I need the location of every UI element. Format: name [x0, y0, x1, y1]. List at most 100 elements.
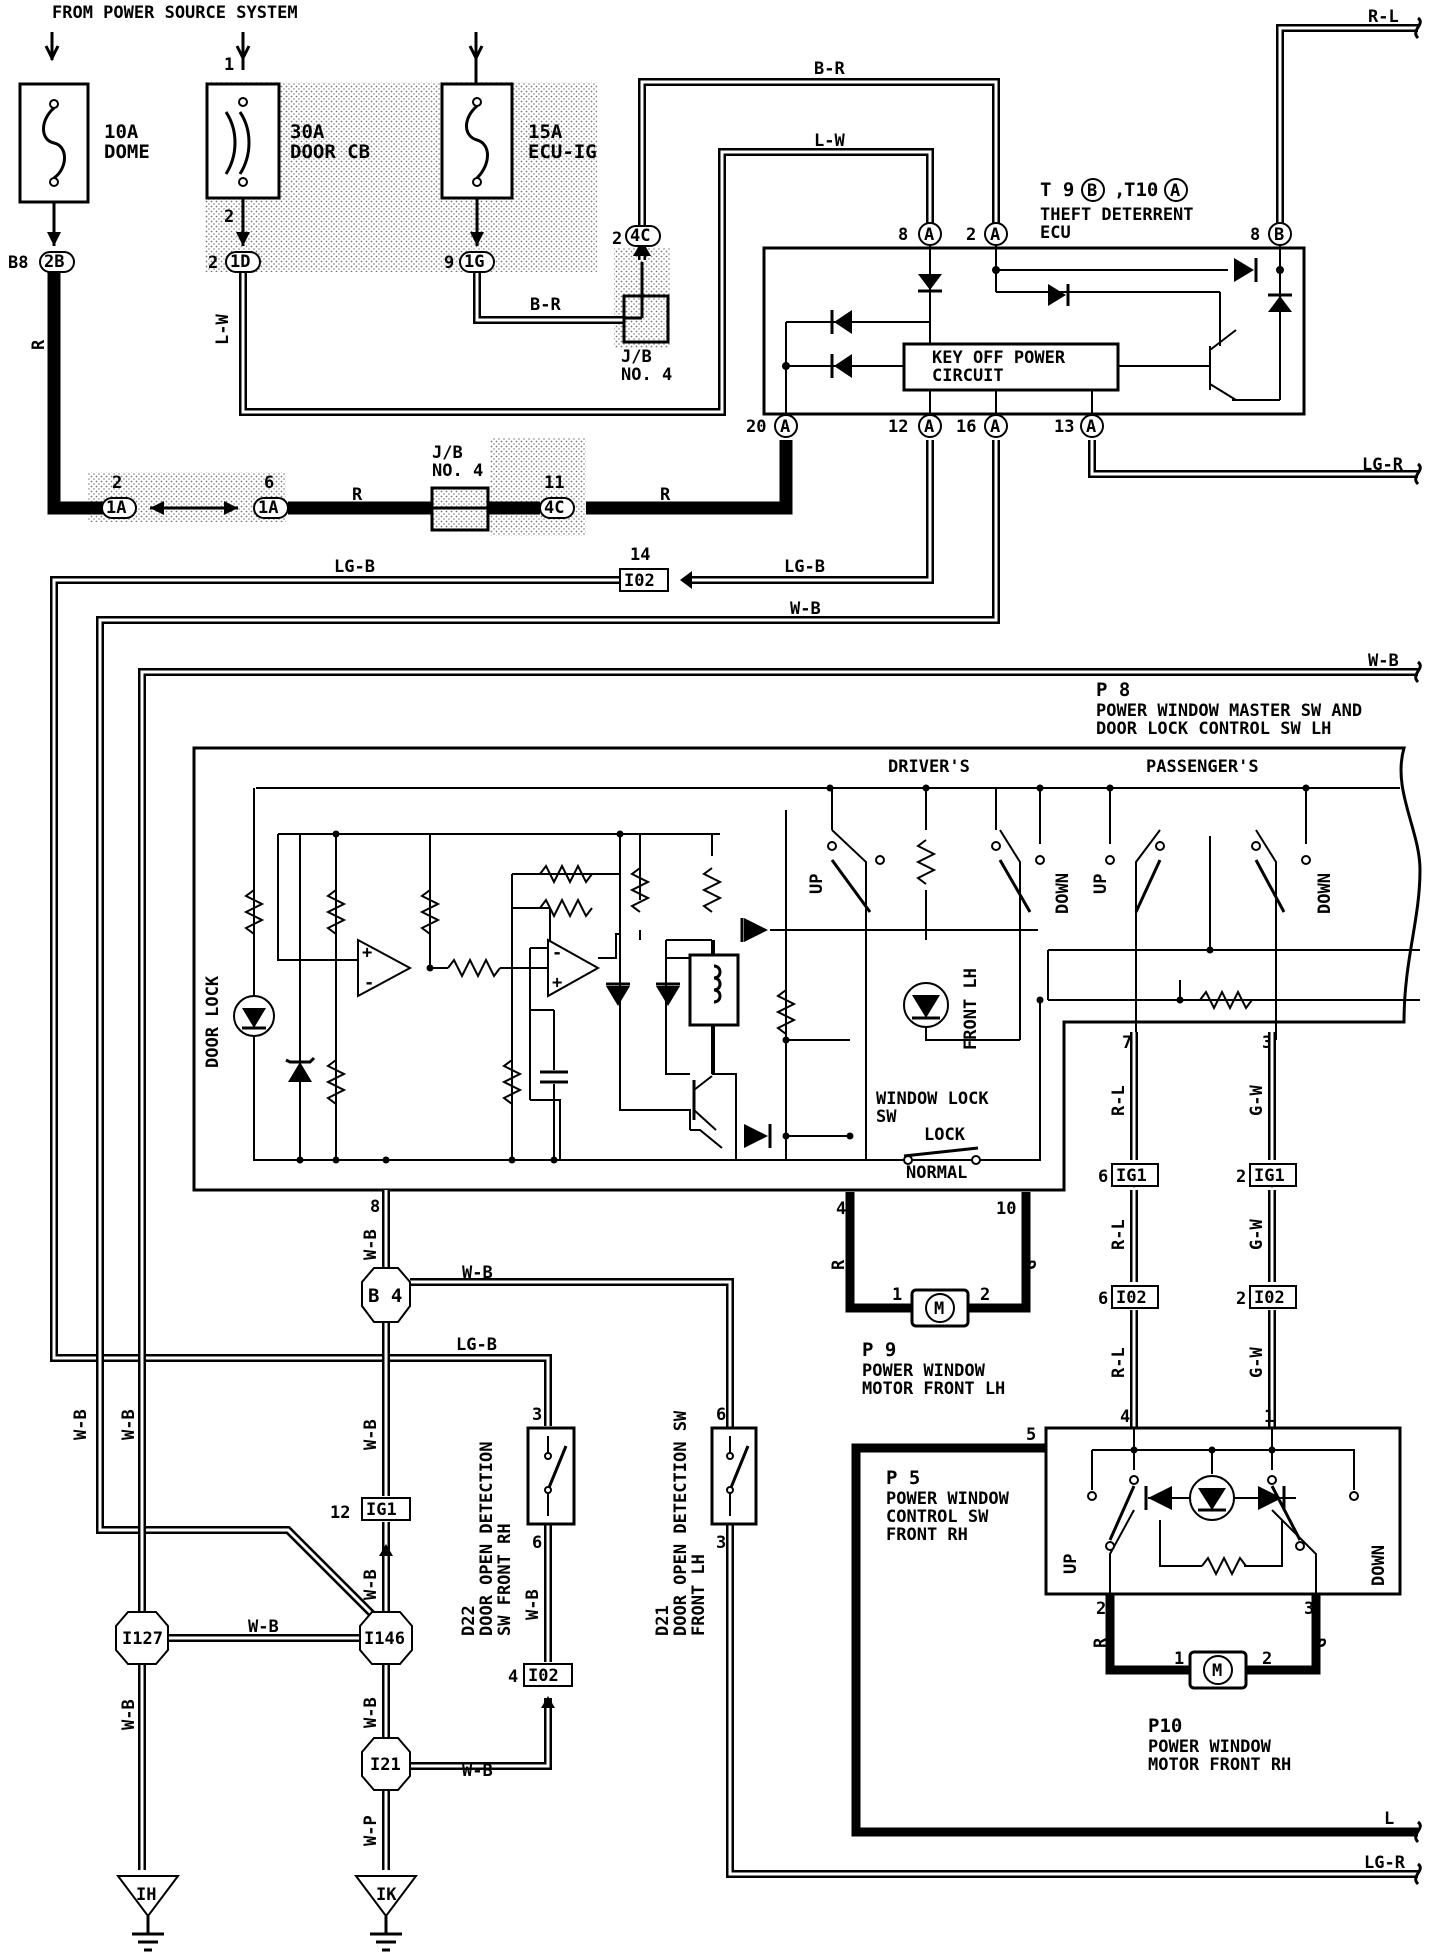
svg-text:MOTOR FRONT RH: MOTOR FRONT RH	[1148, 1755, 1291, 1775]
svg-text:R-L: R-L	[1368, 7, 1399, 27]
ecu-theft-deterrent: T 9 B , T10 A THEFT DETERRENT ECU 8 A 2 …	[746, 178, 1306, 438]
svg-text:G-W: G-W	[1247, 1219, 1267, 1250]
fuse-dome: 10A DOME	[18, 82, 150, 204]
thick-wires-lower	[845, 1192, 1418, 1837]
svg-text:L-W: L-W	[213, 314, 233, 345]
svg-text:DOWN: DOWN	[1053, 873, 1073, 914]
svg-text:J/B: J/B	[621, 347, 652, 367]
svg-text:UP: UP	[1061, 1554, 1081, 1574]
junction-i146: I146	[359, 1611, 413, 1665]
svg-text:3: 3	[1304, 1599, 1314, 1619]
switch-d21: 6 3 D21 DOOR OPEN DETECTION SW FRONT LH	[653, 1405, 758, 1636]
double-wires-top	[50, 24, 1418, 1621]
connector-ig1-a: 6 IG1	[1098, 1163, 1159, 1187]
cb-name: DOOR CB	[290, 141, 370, 163]
fuse-ecu-amp: 15A	[528, 121, 563, 143]
wire-breaks	[1414, 16, 1422, 1886]
connector-4c-bottom: 11 4C	[539, 473, 575, 519]
svg-text:8: 8	[370, 1197, 380, 1217]
svg-text:6: 6	[716, 1405, 726, 1425]
svg-text:SW: SW	[876, 1107, 897, 1127]
power-source-label: FROM POWER SOURCE SYSTEM	[52, 3, 298, 23]
connector-ig1-left: 12 IG1	[330, 1497, 411, 1523]
svg-text:R-L: R-L	[1109, 1347, 1129, 1378]
svg-text:10: 10	[996, 1199, 1016, 1219]
svg-text:T10: T10	[1124, 179, 1158, 201]
svg-text:9: 9	[444, 253, 454, 273]
cb-pin-1: 1	[224, 55, 234, 75]
fuse-ecu-name: ECU-IG	[528, 141, 597, 163]
svg-text:D21: D21	[653, 1605, 673, 1636]
svg-text:W-B: W-B	[462, 1263, 493, 1283]
svg-text:2: 2	[112, 473, 122, 493]
junction-b4: B 4	[361, 1267, 411, 1323]
svg-text:W-B: W-B	[361, 1569, 381, 1600]
svg-text:13: 13	[1054, 417, 1074, 437]
svg-text:4C: 4C	[544, 498, 564, 518]
ecu-header: T 9 B , T10 A THEFT DETERRENT ECU	[1040, 178, 1194, 243]
passengers-label: PASSENGER'S	[1146, 757, 1259, 777]
ecu-pins-bottom: 20 A 12 A 16 A 13 A	[746, 414, 1104, 438]
svg-text:LOCK: LOCK	[924, 1125, 966, 1145]
svg-text:2: 2	[1236, 1167, 1246, 1187]
front-lh-label: FRONT LH	[961, 968, 981, 1050]
svg-text:A: A	[990, 417, 1000, 437]
svg-text:I146: I146	[364, 1629, 405, 1649]
connector-i02-top: 14 I02	[619, 545, 669, 592]
fuse-ecu-ig: 15A ECU-IG	[440, 82, 597, 200]
svg-text:P 8: P 8	[1096, 679, 1130, 701]
cb-amp: 30A	[290, 121, 325, 143]
svg-text:16: 16	[956, 417, 976, 437]
svg-text:A: A	[990, 225, 1000, 245]
svg-text:G-W: G-W	[1247, 1347, 1267, 1378]
lower-wire-labels: W-B W-B LG-B W-B W-B W-B W-B W-B W-B W-B…	[71, 1085, 1406, 1873]
svg-text:T 9: T 9	[1040, 179, 1074, 201]
svg-text:,: ,	[1114, 179, 1125, 201]
svg-text:IG1: IG1	[366, 1500, 397, 1520]
svg-text:+: +	[362, 943, 372, 963]
connector-2b: B8 2B	[8, 251, 75, 273]
svg-text:I127: I127	[122, 1629, 163, 1649]
switch-d22: 3 6 D22 DOOR OPEN DETECTION SW FRONT RH	[459, 1405, 576, 1636]
svg-text:LG-B: LG-B	[456, 1335, 497, 1355]
svg-text:W-P: W-P	[361, 1815, 381, 1846]
svg-text:W-B: W-B	[361, 1419, 381, 1450]
ground-ik: IK	[354, 1875, 418, 1952]
svg-text:NORMAL: NORMAL	[906, 1163, 967, 1183]
svg-text:1A: 1A	[258, 498, 278, 518]
svg-text:I02: I02	[1254, 1288, 1285, 1308]
svg-text:P 5: P 5	[886, 1467, 920, 1489]
ecu-circuit-label-2: CIRCUIT	[932, 366, 1004, 386]
svg-text:WINDOW LOCK: WINDOW LOCK	[876, 1089, 989, 1109]
svg-text:4: 4	[1120, 1407, 1130, 1427]
svg-text:IK: IK	[376, 1885, 397, 1905]
svg-text:POWER WINDOW: POWER WINDOW	[862, 1361, 986, 1381]
svg-text:W-B: W-B	[523, 1589, 543, 1620]
svg-text:W-B: W-B	[71, 1409, 91, 1440]
svg-text:W-B: W-B	[361, 1229, 381, 1260]
svg-text:P10: P10	[1148, 1715, 1182, 1737]
svg-text:IG1: IG1	[1116, 1166, 1147, 1186]
fuse-dome-name: DOME	[104, 141, 150, 163]
svg-text:W-B: W-B	[790, 599, 821, 619]
top-wire-labels: R-L B-R L-W B-R L-W R R R LG-B LG-B W-B …	[29, 7, 1404, 671]
svg-text:1G: 1G	[464, 252, 484, 272]
svg-text:A: A	[924, 225, 934, 245]
connector-1a-right: 6 1A	[253, 473, 289, 519]
svg-text:12: 12	[330, 1503, 350, 1523]
svg-text:R: R	[660, 485, 671, 505]
svg-text:SW FRONT RH: SW FRONT RH	[495, 1523, 515, 1636]
svg-text:20: 20	[746, 417, 766, 437]
connector-ig1-b: 2 IG1	[1236, 1163, 1297, 1187]
svg-text:3: 3	[532, 1405, 542, 1425]
svg-text:G: G	[1021, 1260, 1041, 1270]
connector-1a-left: 2 1A	[101, 473, 137, 519]
svg-text:4: 4	[836, 1199, 846, 1219]
svg-text:POWER WINDOW: POWER WINDOW	[886, 1489, 1010, 1509]
svg-text:R-L: R-L	[1109, 1085, 1129, 1116]
svg-text:-: -	[552, 943, 562, 963]
svg-text:6: 6	[1098, 1289, 1108, 1309]
svg-text:2: 2	[612, 229, 622, 249]
door-lock-label: DOOR LOCK	[203, 975, 223, 1068]
svg-text:NO. 4: NO. 4	[621, 365, 672, 385]
